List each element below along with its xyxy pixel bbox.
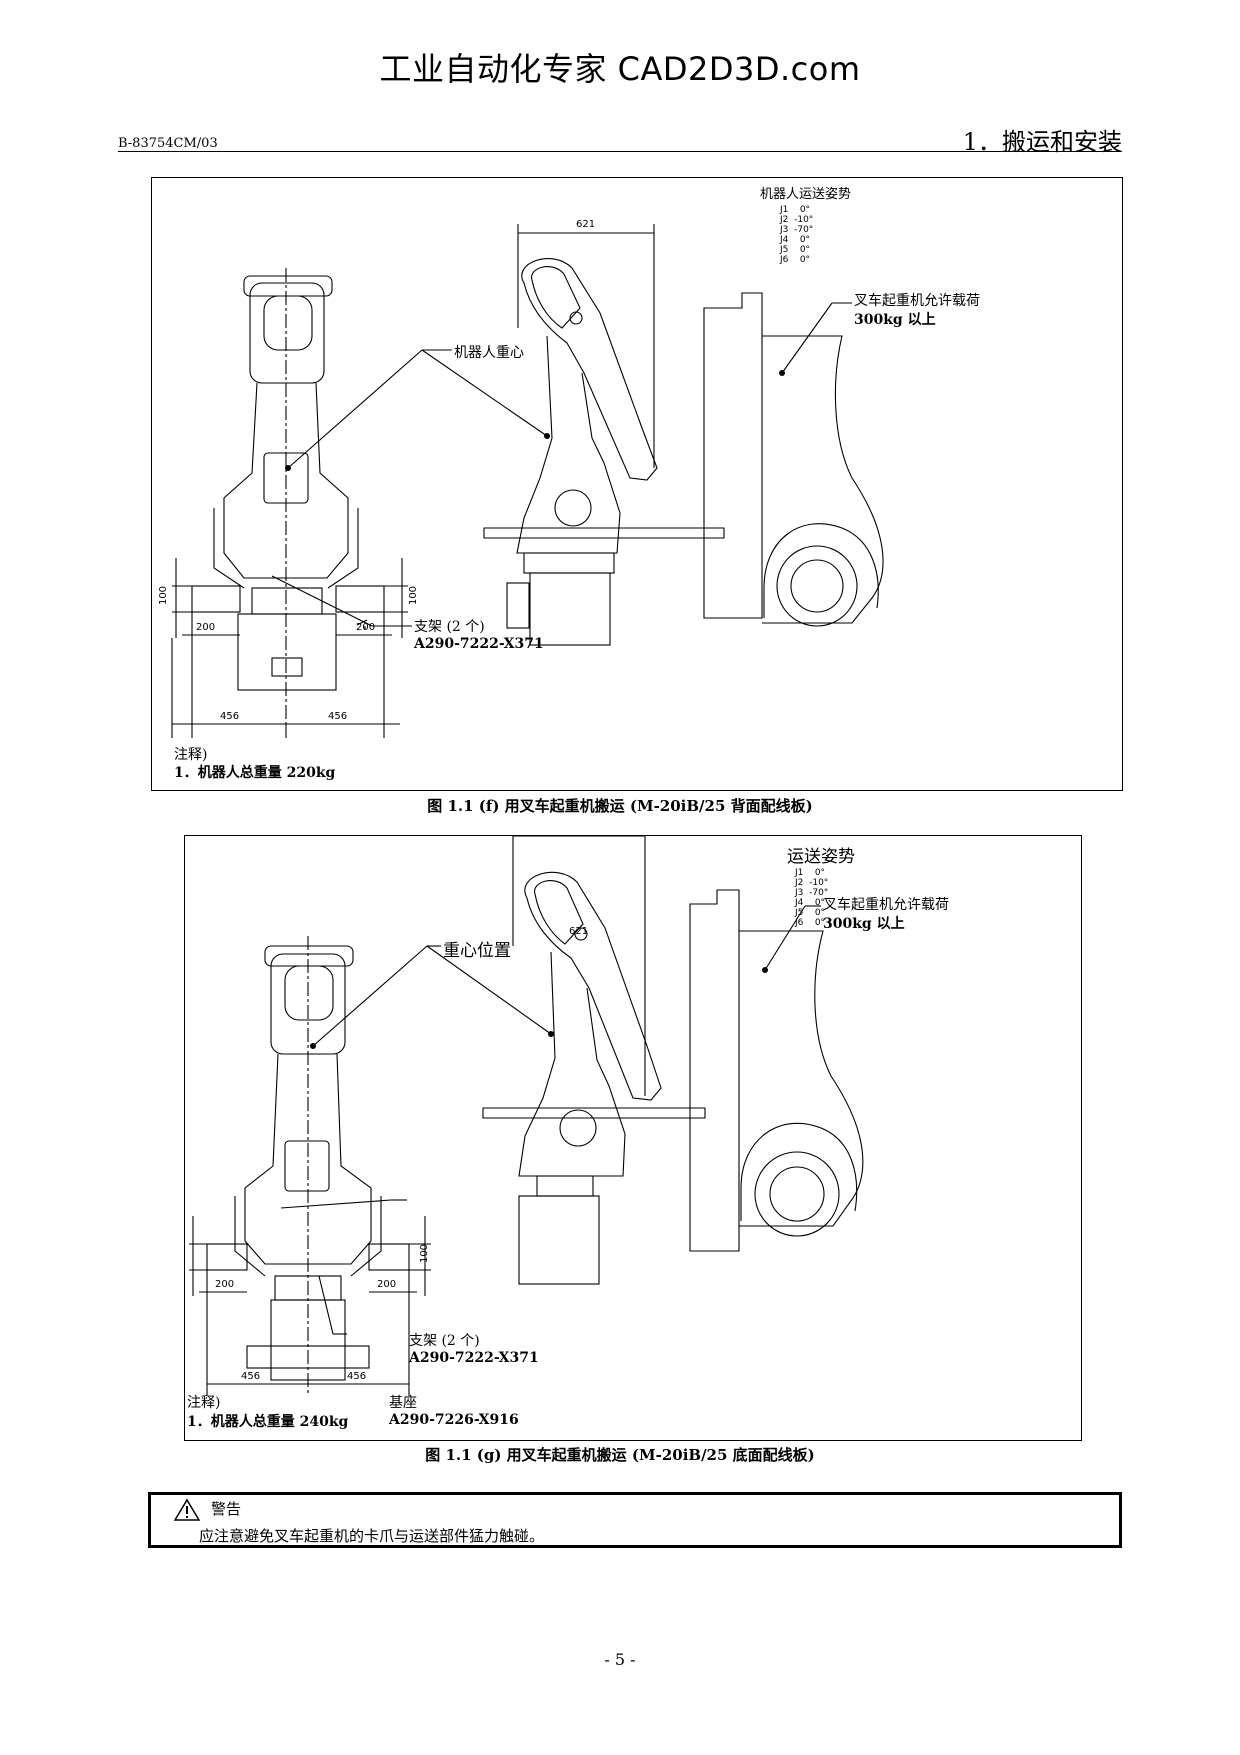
dimension-label: 456 (241, 1371, 261, 1382)
pose-title: 机器人运送姿势 (760, 187, 852, 202)
joint-row: J1 0° (795, 868, 826, 878)
bracket-part-number: A290-7222-X371 (414, 636, 544, 652)
warning-text: 应注意避免叉车起重机的卡爪与运送部件猛力触碰。 (199, 1527, 545, 1545)
figure-f-drawing (171, 224, 884, 738)
forklift-load-value: 300kg 以上 (854, 312, 936, 328)
dimension-label: 456 (347, 1371, 367, 1382)
bracket-label: 支架 (2 个) (414, 619, 485, 635)
warning-icon (173, 1498, 201, 1521)
joint-row: J5 0° (780, 245, 811, 255)
dimension-label: 100 (158, 585, 170, 606)
header-rule (118, 151, 1122, 152)
warning-title: 警告 (211, 1500, 242, 1518)
note-title: 注释) (187, 1395, 221, 1411)
figure-g-drawing (189, 836, 864, 1396)
dimension-label: 100 (419, 1243, 431, 1264)
dimension-label: 200 (356, 622, 376, 633)
base-label: 基座 (389, 1395, 417, 1411)
figure-g: 运送姿势 J1 0° J2 -10° J3 -70° J4 0° J5 0° J… (184, 835, 1082, 1441)
center-of-gravity-label: 重心位置 (443, 941, 511, 961)
dimension-label: 456 (328, 711, 348, 722)
forklift-load-label: 叉车起重机允许载荷 (823, 897, 949, 913)
forklift-load-label: 叉车起重机允许载荷 (854, 293, 980, 309)
dimension-label: 621 (576, 219, 596, 230)
joint-row: J2 -10° (795, 878, 829, 888)
joint-row: J2 -10° (780, 215, 814, 225)
joint-table: J1 0° J2 -10° J3 -70° J4 0° J5 0° J6 0° (780, 205, 813, 265)
joint-row: J6 0° (780, 255, 811, 265)
document-number: B-83754CM/03 (118, 136, 218, 151)
dimension-label: 456 (220, 711, 240, 722)
dimension-label: 200 (196, 622, 216, 633)
joint-table: J1 0° J2 -10° J3 -70° J4 0° J5 0° J6 0° (795, 868, 828, 928)
joint-row: J3 -70° (795, 888, 829, 898)
joint-row: J4 0° (795, 898, 826, 908)
joint-row: J6 0° (795, 918, 826, 928)
figure-g-caption: 图 1.1 (g) 用叉车起重机搬运 (M-20iB/25 底面配线板) (425, 1446, 815, 1464)
pose-title: 运送姿势 (787, 847, 855, 867)
joint-row: J5 0° (795, 908, 826, 918)
watermark-title: 工业自动化专家 CAD2D3D.com (379, 50, 861, 88)
bracket-label: 支架 (2 个) (409, 1333, 480, 1349)
note-title: 注释) (174, 747, 208, 763)
joint-row: J4 0° (780, 235, 811, 245)
page-number: - 5 - (604, 1650, 636, 1669)
figure-f: 机器人运送姿势 J1 0° J2 -10° J3 -70° J4 0° J5 0… (151, 177, 1123, 791)
dimension-label: 100 (408, 585, 420, 606)
dimension-label: 100 (184, 1243, 189, 1264)
dimension-label: 200 (215, 1279, 235, 1290)
forklift-load-value: 300kg 以上 (823, 916, 905, 932)
dimension-label: 200 (377, 1279, 397, 1290)
figure-f-caption: 图 1.1 (f) 用叉车起重机搬运 (M-20iB/25 背面配线板) (427, 797, 813, 815)
dimension-label: 621 (569, 926, 589, 937)
bracket-part-number: A290-7222-X371 (409, 1350, 539, 1366)
joint-row: J1 0° (780, 205, 811, 215)
base-part-number: A290-7226-X916 (389, 1412, 519, 1428)
warning-box: 警告 应注意避免叉车起重机的卡爪与运送部件猛力触碰。 (148, 1492, 1122, 1548)
note-weight: 1．机器人总重量 220kg (174, 765, 336, 781)
center-of-gravity-label: 机器人重心 (454, 345, 524, 361)
note-weight: 1．机器人总重量 240kg (187, 1414, 349, 1430)
joint-row: J3 -70° (780, 225, 814, 235)
